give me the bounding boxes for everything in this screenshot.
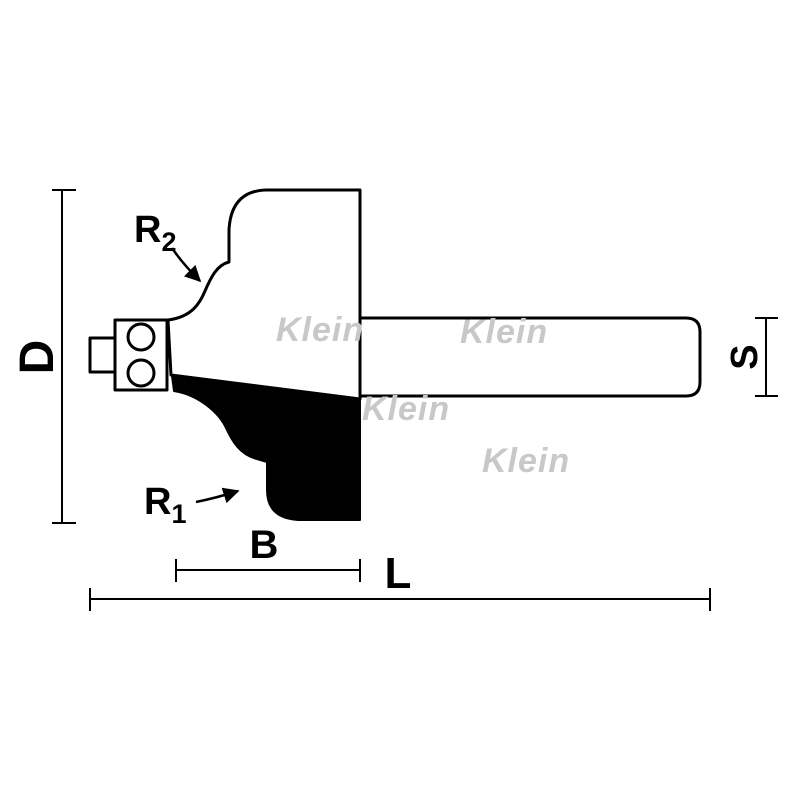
r1-label: R1 <box>144 481 186 529</box>
dim-s-label: S <box>724 344 766 369</box>
r2-arrow <box>170 247 202 283</box>
watermark-3: Klein <box>362 390 450 428</box>
dim-b-label: B <box>250 523 279 567</box>
dimension-b: B <box>175 523 361 582</box>
dimension-l: L <box>89 549 711 611</box>
dimension-s: S <box>724 317 778 397</box>
callout-r2: R2 <box>134 209 202 283</box>
bearing-ball-bottom <box>126 358 156 388</box>
r2-label: R2 <box>134 209 176 257</box>
callout-r1: R1 <box>144 481 240 529</box>
watermark-4: Klein <box>482 442 570 480</box>
r1-arrow <box>195 487 240 504</box>
bearing-ball-top <box>126 322 156 352</box>
cutting-edge <box>171 375 361 521</box>
watermark-2: Klein <box>460 313 548 351</box>
dim-d-label: D <box>11 340 64 375</box>
dim-l-label: L <box>385 549 412 598</box>
bearing-axle <box>88 336 119 374</box>
cutter-body <box>166 188 362 401</box>
dimension-d: D <box>11 189 76 524</box>
shank <box>358 316 702 398</box>
watermark-1: Klein <box>276 311 364 349</box>
